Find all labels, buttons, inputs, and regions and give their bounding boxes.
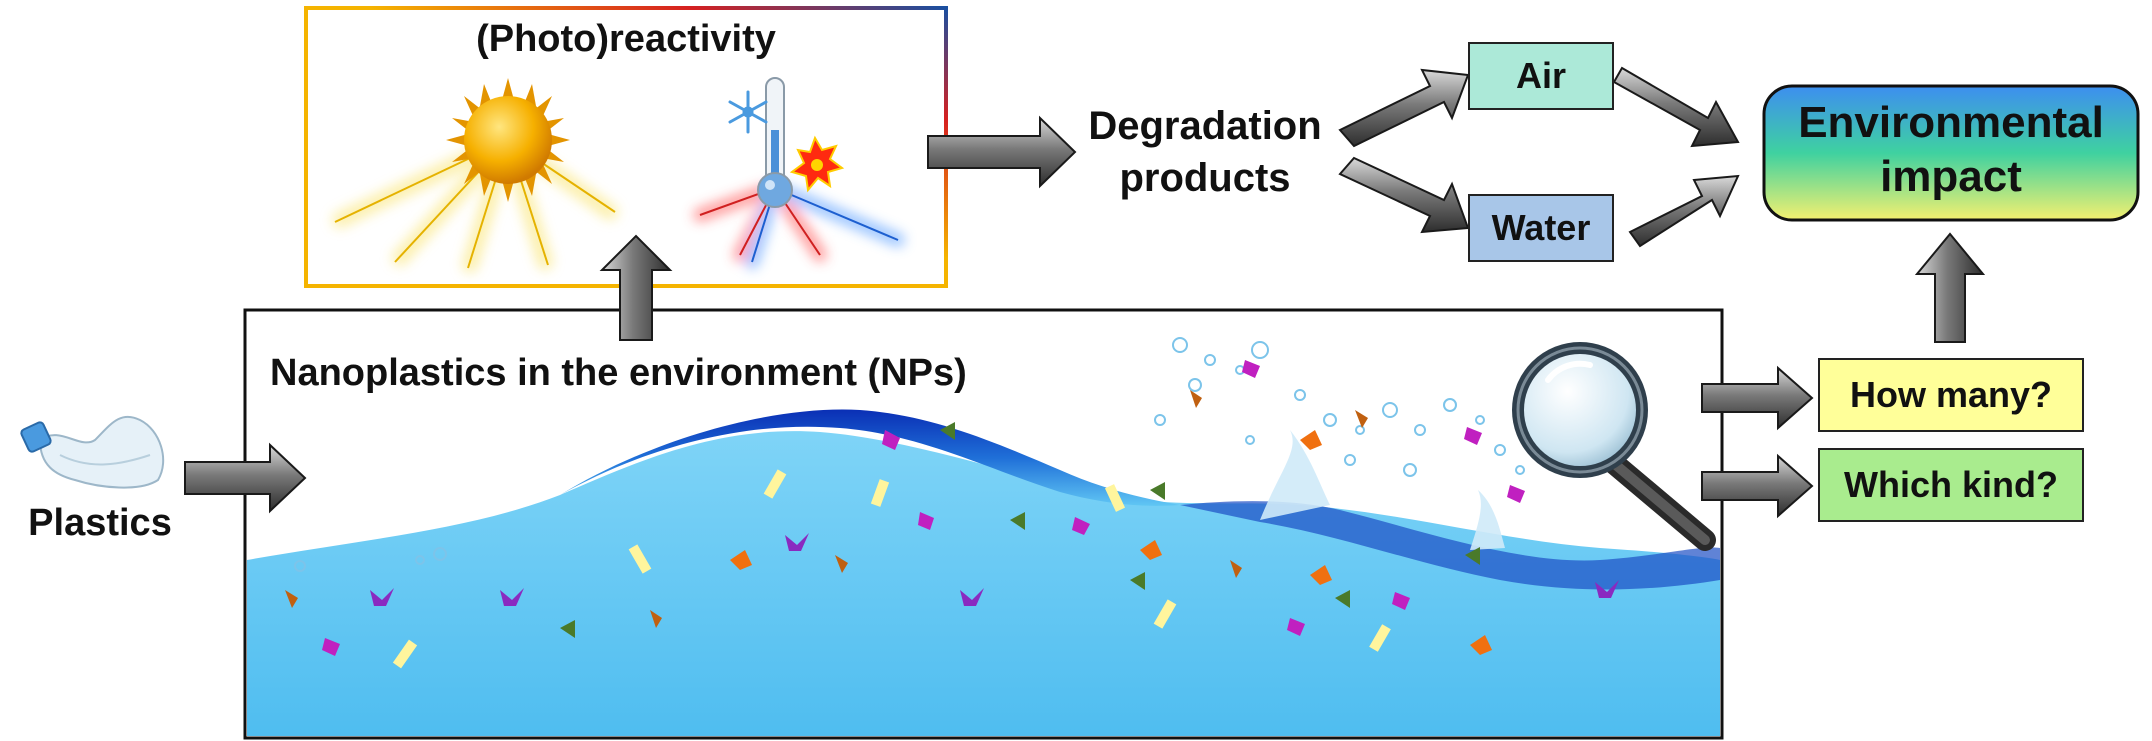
nanoplastic-particles xyxy=(285,360,1619,669)
plastics-label: Plastics xyxy=(28,502,172,544)
degradation-line2: products xyxy=(1119,156,1291,200)
water-box: Water xyxy=(1468,194,1614,262)
thermometer-icon xyxy=(693,77,905,269)
arrow-degradation xyxy=(927,115,1077,189)
air-label: Air xyxy=(1515,55,1566,96)
snowflake-icon xyxy=(728,90,768,134)
degradation-line1: Degradation xyxy=(1088,104,1322,148)
arrow-up-photo xyxy=(599,234,673,341)
which-kind-box: Which kind? xyxy=(1818,448,2084,522)
arrows xyxy=(184,66,1986,519)
arrow-which-kind xyxy=(1701,453,1814,519)
degradation-products-label: Degradation products xyxy=(1060,100,1350,204)
magnifier-icon xyxy=(1512,342,1716,551)
water-label: Water xyxy=(1491,207,1591,248)
how-many-box: How many? xyxy=(1818,358,2084,432)
which-kind-label: Which kind? xyxy=(1844,464,2058,505)
environmental-impact-box xyxy=(1762,84,2140,222)
impact-line1: Environmental xyxy=(1798,98,2104,147)
water-wave-icon xyxy=(560,409,1180,506)
arrow-to-air xyxy=(1338,68,1470,148)
arrow-plastics xyxy=(184,442,307,514)
photoreactivity-title: (Photo)reactivity xyxy=(476,18,776,60)
heat-burst-icon xyxy=(789,135,845,193)
impact-label: Environmental impact xyxy=(1764,96,2138,204)
impact-line2: impact xyxy=(1880,152,2022,201)
environment-box xyxy=(243,308,1724,740)
environment-title: Nanoplastics in the environment (NPs) xyxy=(270,352,967,394)
plastic-bottle-icon xyxy=(20,415,165,489)
arrow-up-impact xyxy=(1914,232,1986,343)
arrow-to-water xyxy=(1338,156,1470,234)
arrow-water-impact xyxy=(1628,174,1740,248)
air-box: Air xyxy=(1468,42,1614,110)
sun-icon xyxy=(332,78,618,273)
arrow-how-many xyxy=(1701,365,1814,431)
water-body xyxy=(247,431,1720,736)
how-many-label: How many? xyxy=(1849,374,2053,415)
arrow-air-impact xyxy=(1612,66,1740,148)
